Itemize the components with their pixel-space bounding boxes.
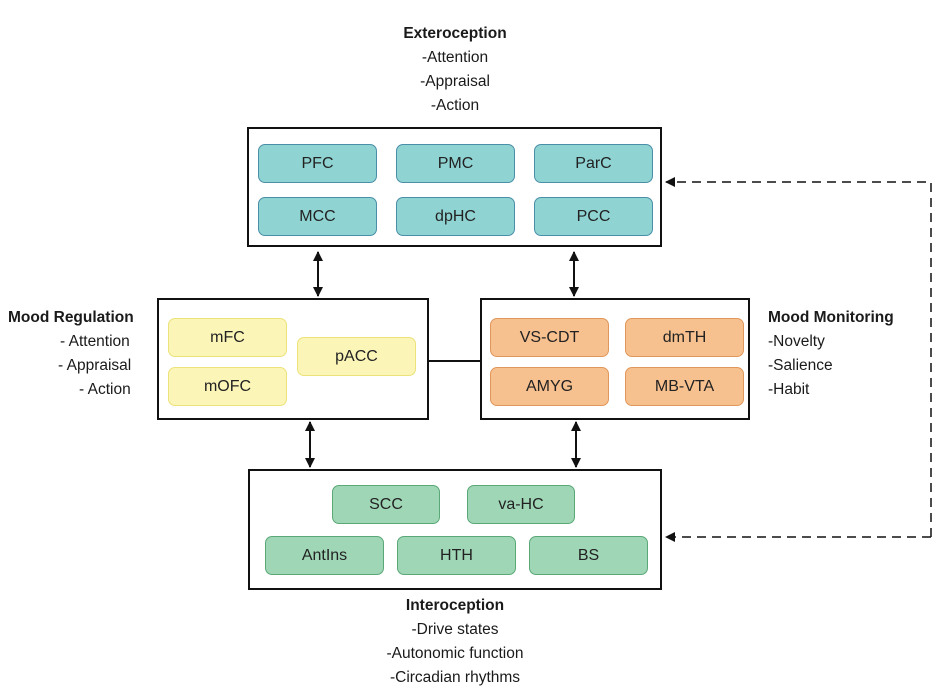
node-mb-vta: MB-VTA: [625, 367, 744, 406]
mood-regulation-item: - Appraisal: [58, 357, 132, 374]
exteroception-title: Exteroception: [403, 25, 507, 42]
mood-monitoring-label: Mood Monitoring -Novelty -Salience -Habi…: [768, 306, 928, 402]
node-va-hc: va-HC: [467, 485, 575, 524]
node-bs: BS: [529, 536, 648, 575]
interoception-label: Interoception -Drive states -Autonomic f…: [355, 594, 555, 690]
mood-regulation-box: mFC mOFC pACC: [157, 298, 429, 420]
interoception-title: Interoception: [405, 597, 505, 614]
dashed-feedback-line: [665, 177, 932, 537]
interoception-item: -Drive states: [411, 621, 499, 638]
mood-monitoring-box: VS-CDT dmTH AMYG MB-VTA: [480, 298, 750, 420]
node-parc: ParC: [534, 144, 653, 183]
node-mfc: mFC: [168, 318, 287, 357]
mood-monitoring-item: -Habit: [768, 381, 810, 398]
node-pcc: PCC: [534, 197, 653, 236]
exteroception-item: -Action: [430, 97, 480, 114]
node-scc: SCC: [332, 485, 440, 524]
node-vs-cdt: VS-CDT: [490, 318, 609, 357]
mood-regulation-item: - Attention: [60, 333, 130, 350]
mood-regulation-title: Mood Regulation: [8, 309, 134, 326]
node-amyg: AMYG: [490, 367, 609, 406]
mood-regulation-item: - Action: [79, 381, 131, 398]
node-dmth: dmTH: [625, 318, 744, 357]
exteroception-item: -Appraisal: [420, 73, 490, 90]
node-pfc: PFC: [258, 144, 377, 183]
mood-monitoring-title: Mood Monitoring: [768, 309, 894, 326]
node-hth: HTH: [397, 536, 516, 575]
node-mcc: MCC: [258, 197, 377, 236]
mood-monitoring-item: -Novelty: [768, 333, 825, 350]
exteroception-label: Exteroception -Attention -Appraisal -Act…: [355, 22, 555, 118]
interoception-item: -Autonomic function: [386, 645, 524, 662]
interoception-box: SCC va-HC AntIns HTH BS: [248, 469, 662, 590]
interoception-item: -Circadian rhythms: [389, 669, 521, 686]
node-pacc: pACC: [297, 337, 416, 376]
node-dphc: dpHC: [396, 197, 515, 236]
node-mofc: mOFC: [168, 367, 287, 406]
mood-monitoring-item: -Salience: [768, 357, 833, 374]
exteroception-item: -Attention: [421, 49, 489, 66]
node-antins: AntIns: [265, 536, 384, 575]
node-pmc: PMC: [396, 144, 515, 183]
exteroception-box: PFC PMC ParC MCC dpHC PCC: [247, 127, 662, 247]
mood-regulation-label: Mood Regulation - Attention - Appraisal …: [8, 306, 148, 402]
